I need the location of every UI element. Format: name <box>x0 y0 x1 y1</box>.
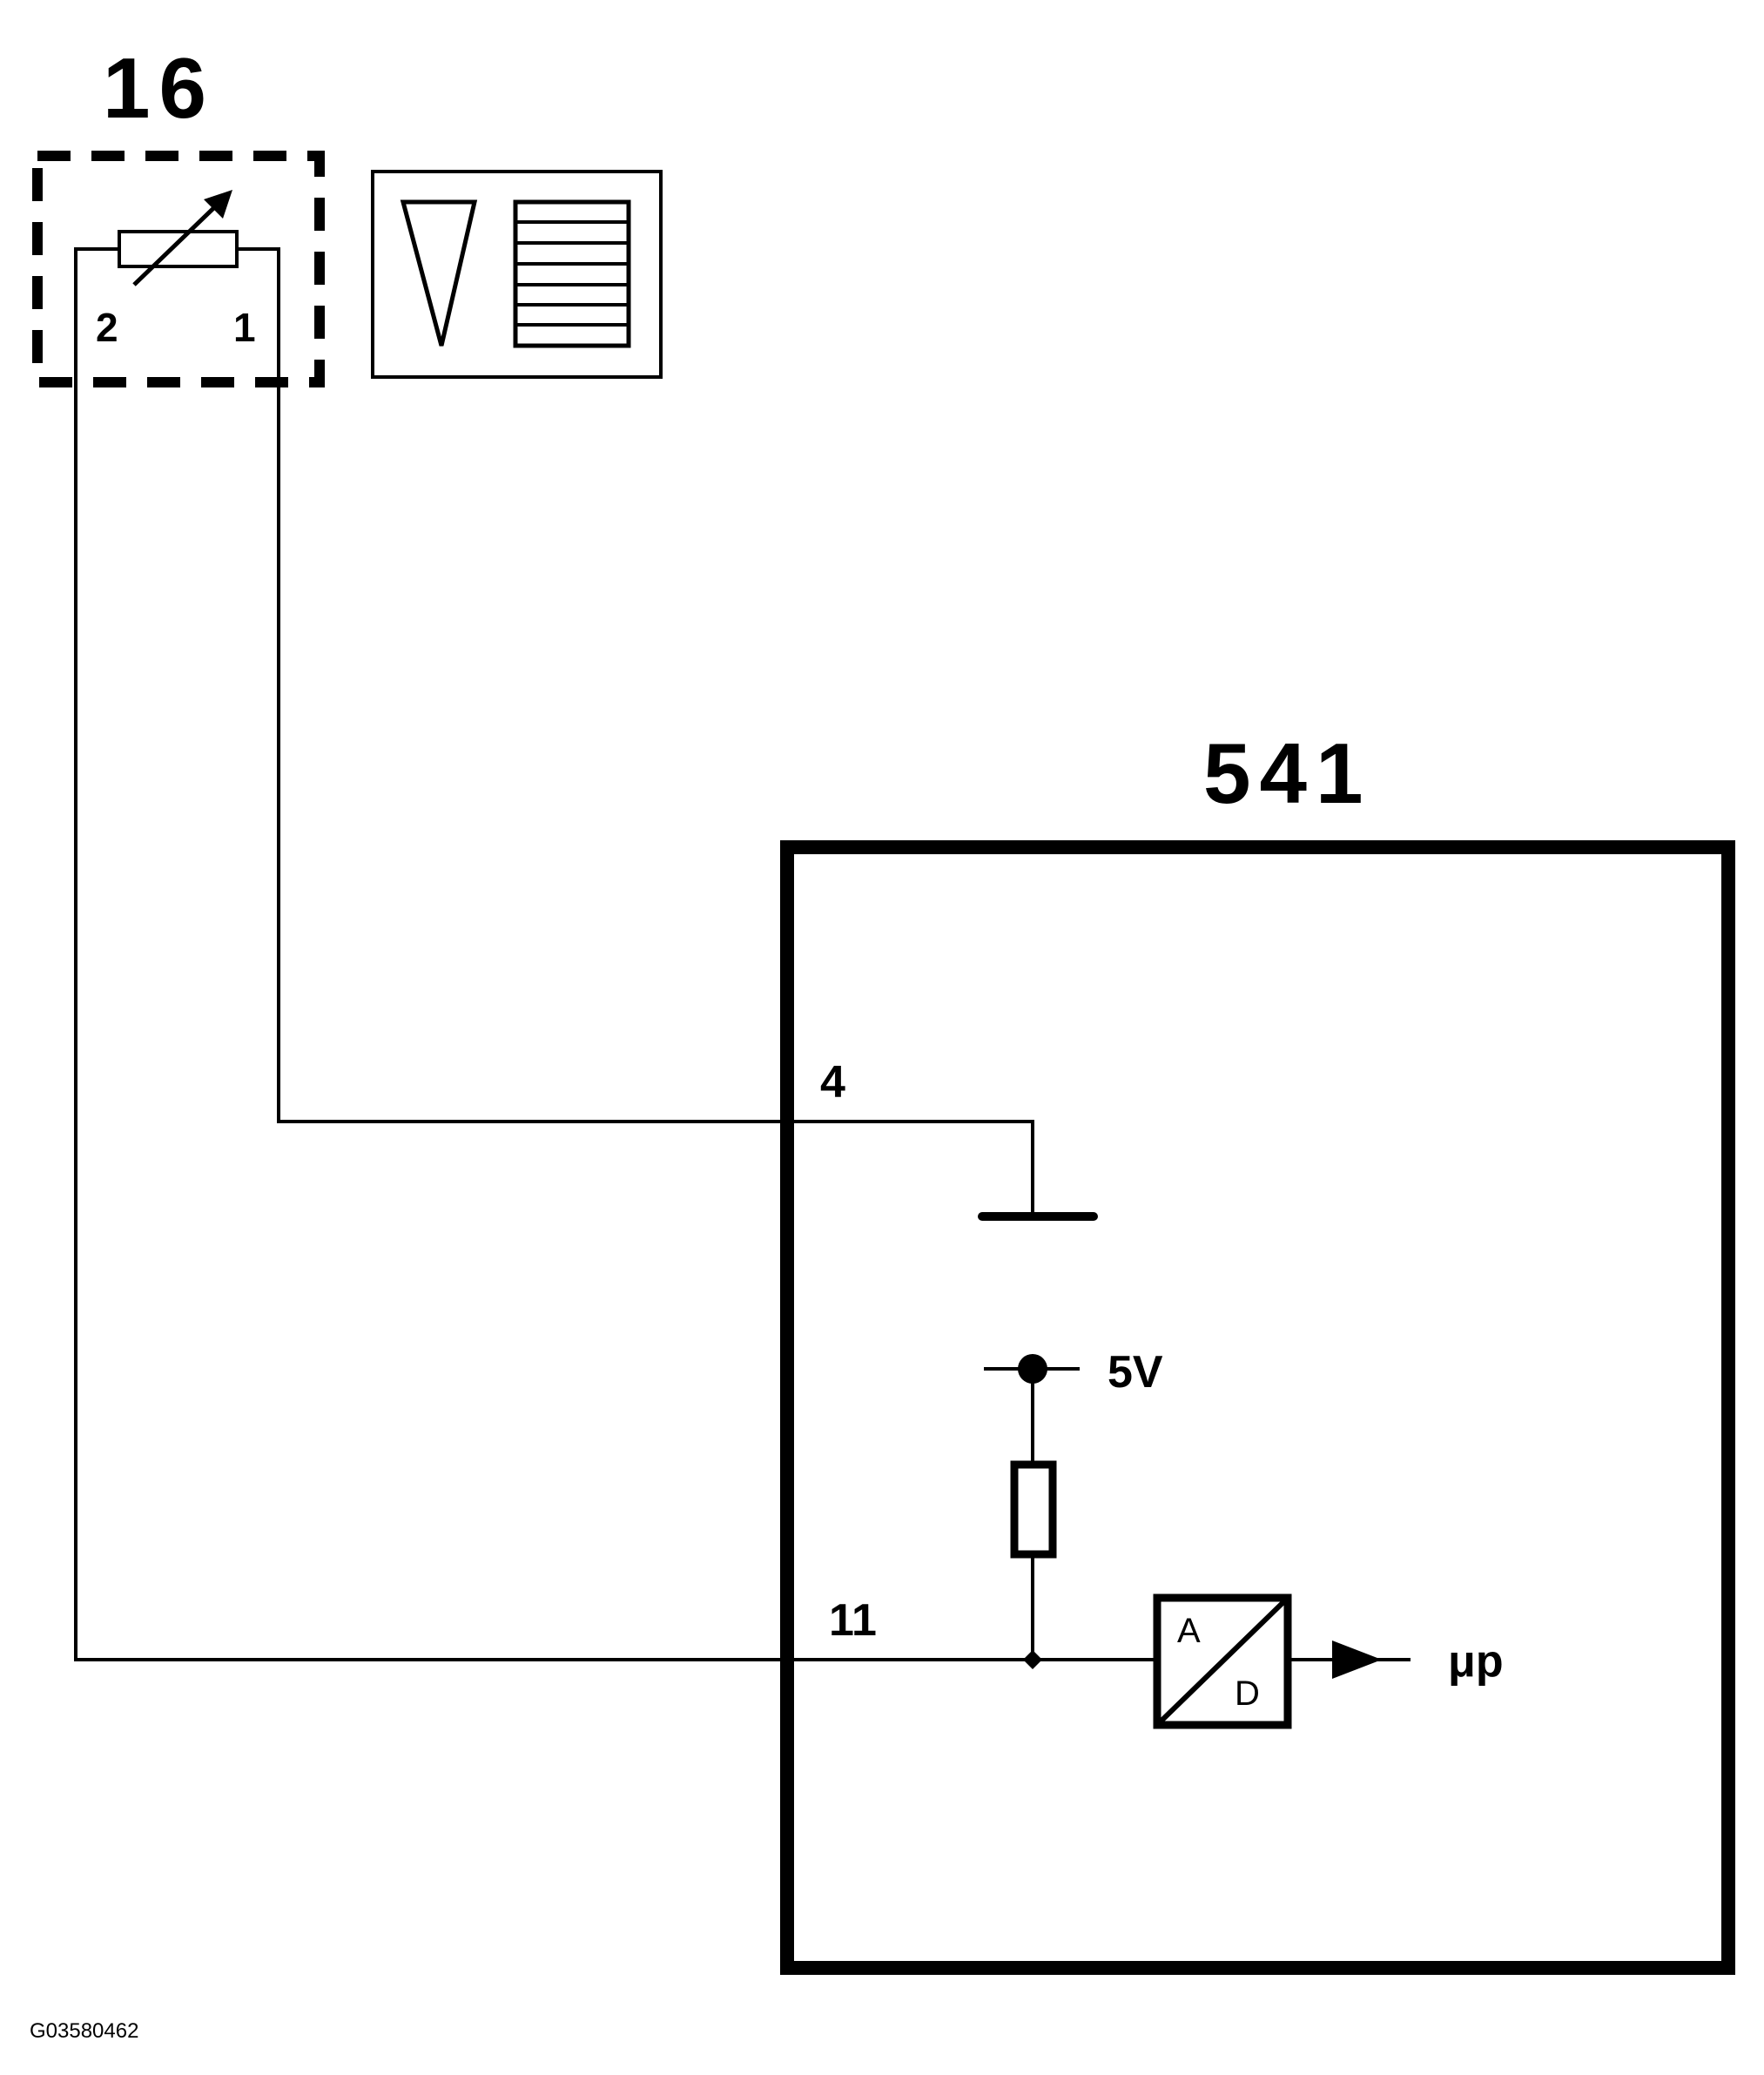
pull-up-resistor-icon <box>1010 1460 1057 1559</box>
wires <box>74 247 1034 1661</box>
pin-1-label: 1 <box>233 305 256 350</box>
variable-resistor-icon <box>118 190 239 286</box>
wire-pin-2-to-11 <box>74 247 1030 1661</box>
pin-4-label: 4 <box>820 1057 845 1108</box>
component-16: 16 2 1 <box>32 40 325 387</box>
microprocessor-label: μp <box>1448 1636 1504 1687</box>
wire-pin-1-to-4 <box>237 247 1034 1216</box>
ad-d-label: D <box>1235 1674 1260 1713</box>
module-541-box <box>780 840 1735 1975</box>
supply-5v-label: 5V <box>1108 1347 1163 1398</box>
level-sensor-symbol-icon <box>371 170 663 379</box>
component-16-label: 16 <box>103 40 215 136</box>
component-16-housing <box>32 151 325 387</box>
ad-converter: A D μp <box>1153 1593 1504 1729</box>
pin-2-label: 2 <box>96 305 118 350</box>
supply-5v: 5V <box>984 1347 1163 1669</box>
pin-11-label: 11 <box>829 1595 877 1646</box>
module-541: 541 4 11 5V A D μp <box>780 725 1735 1975</box>
output-arrow-icon <box>1332 1640 1382 1679</box>
image-code: G03580462 <box>30 2019 138 2043</box>
module-541-label: 541 <box>1203 725 1372 821</box>
ad-a-label: A <box>1177 1612 1201 1650</box>
